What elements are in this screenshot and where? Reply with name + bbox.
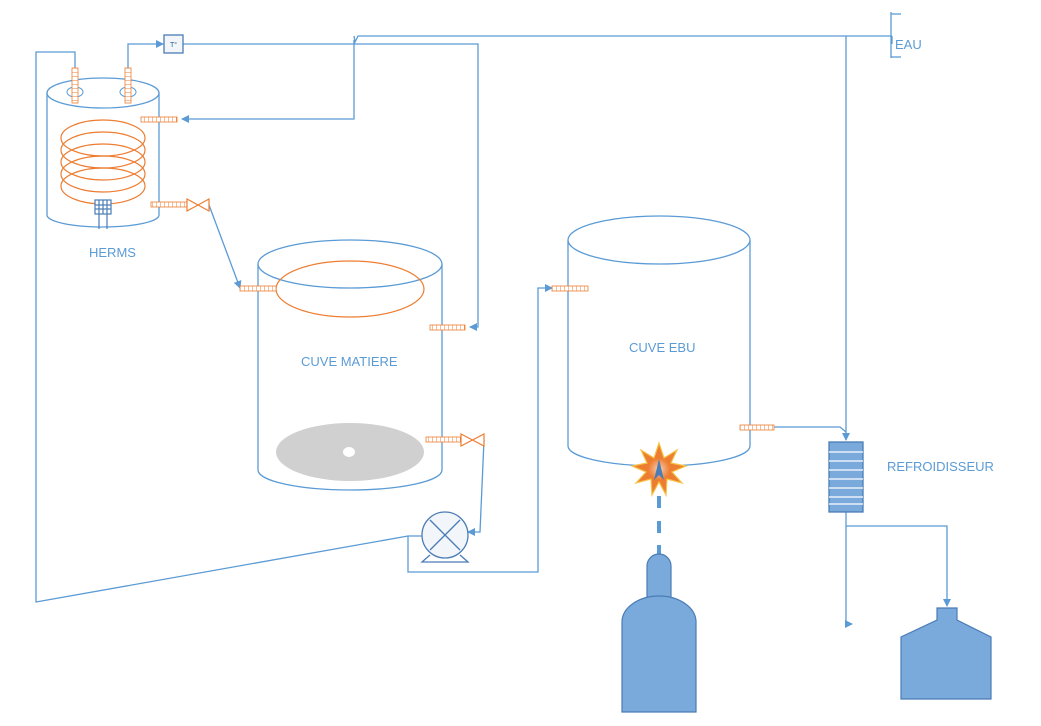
cuve-matiere-inlet-pipe <box>239 285 277 292</box>
herms-coil <box>60 119 146 205</box>
false-bottom-drain <box>343 447 355 457</box>
refroidisseur-label: REFROIDISSEUR <box>887 459 994 474</box>
cuve-ebu-tank <box>551 215 775 467</box>
herms-probe-right <box>124 67 132 104</box>
cuve-ebu-label: CUVE EBU <box>629 340 696 355</box>
cuve-outlet-to-pump <box>467 439 485 536</box>
herms-temp-probe-line <box>127 40 164 70</box>
cuve-matiere-recirc-pipe <box>429 324 466 331</box>
temp-to-cuve-line <box>183 43 479 331</box>
cuve-matiere-outlet-valve <box>460 433 485 447</box>
herms-outlet-pipe <box>150 201 188 208</box>
herms-coil-inlet-pipe <box>140 116 178 123</box>
chiller-water-out <box>845 512 853 628</box>
herms-outlet-valve <box>186 197 210 213</box>
fermenter-icon <box>900 607 992 700</box>
herms-return-loop <box>35 51 422 603</box>
herms-to-cuve-line <box>208 204 242 289</box>
temp-symbol: T° <box>170 41 177 49</box>
pump <box>420 511 470 563</box>
cuve-ebu-inlet-pipe <box>551 285 589 292</box>
cuve-ebu-outlet-pipe <box>739 424 775 431</box>
water-to-herms-coil <box>181 40 355 123</box>
burner-flame-icon <box>629 441 689 498</box>
pipe-network <box>35 12 951 628</box>
herms-heating-element <box>94 199 112 229</box>
chiller-to-fermenter <box>846 525 951 607</box>
herms-probe-left <box>71 67 79 104</box>
ebu-to-chiller <box>774 426 847 433</box>
herms-label: HERMS <box>89 245 136 260</box>
gas-bottle-icon <box>621 553 697 713</box>
pump-to-ebu-line <box>407 284 553 573</box>
water-main-line <box>353 35 893 45</box>
cuve-matiere-tank <box>239 239 485 491</box>
cuve-matiere-outlet-pipe <box>425 436 463 443</box>
herms-tank <box>46 67 210 229</box>
refroidisseur-icon <box>828 441 864 513</box>
temperature-sensor: T° <box>163 34 184 54</box>
cuve-matiere-label: CUVE MATIERE <box>301 354 398 369</box>
eau-label: EAU <box>895 37 922 52</box>
